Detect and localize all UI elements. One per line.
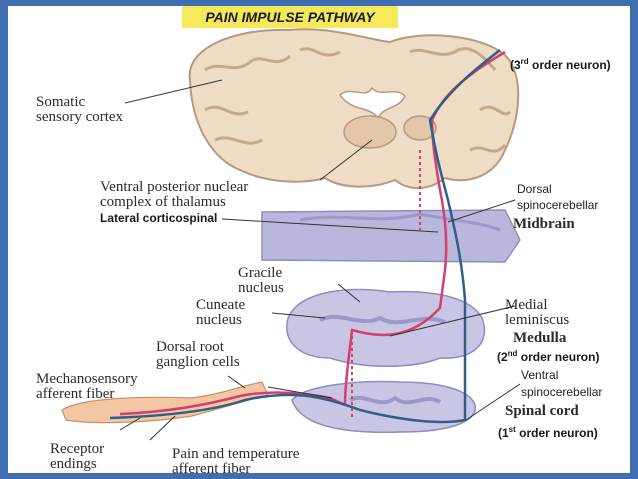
label-cuneate-1: Cuneate [196, 297, 246, 313]
thalamus [343, 115, 397, 149]
label-first-order-neuron: (1st order neuron) [498, 425, 598, 441]
label-medulla: Medulla [513, 330, 567, 346]
brain-ventricles [338, 86, 406, 120]
dotted-pathway [351, 150, 421, 420]
brain-outline [188, 28, 520, 189]
brain-section [188, 28, 520, 189]
label-ventral-sc-1: Ventral [521, 368, 559, 382]
page-title: PAIN IMPULSE PATHWAY [182, 6, 398, 28]
label-midbrain: Midbrain [513, 216, 575, 232]
label-gracile-2: nucleus [238, 280, 284, 296]
pathway-lines [109, 49, 506, 424]
label-somatic-1: Somatic [36, 94, 86, 110]
label-somatic-2: sensory cortex [36, 109, 124, 125]
label-gracile-1: Gracile [238, 265, 283, 281]
label-cuneate-2: nucleus [196, 312, 242, 328]
label-spinal-cord: Spinal cord [505, 403, 579, 419]
label-third-order-neuron: (3rd order neuron) [510, 57, 611, 73]
label-second-order-neuron: (2nd order neuron) [497, 349, 600, 365]
label-medial-1: Medial [505, 297, 548, 313]
label-dorsal-sc-1: Dorsal [517, 182, 552, 196]
label-drg-1: Dorsal root [156, 339, 224, 355]
label-receptor-1: Receptor [50, 441, 105, 457]
label-vpn-2: complex of thalamus [100, 194, 226, 210]
label-mech-2: afferent fiber [36, 386, 115, 402]
leader-lines [119, 79, 521, 441]
label-vpn-1: Ventral posterior nuclear [100, 179, 249, 195]
label-dorsal-sc-2: spinocerebellar [517, 198, 599, 212]
midbrain-section [261, 209, 521, 263]
thalamus-right [403, 115, 437, 141]
spinal-cord-section [291, 380, 476, 434]
label-lateral-corticospinal: Lateral corticospinal [100, 211, 218, 225]
label-pain-1: Pain and temperature [172, 446, 300, 462]
blue-pathway [109, 49, 501, 424]
frame-top-bar [0, 0, 638, 6]
label-medial-2: leminiscus [505, 312, 570, 328]
brain-folds [204, 47, 512, 153]
medulla-section [286, 288, 486, 367]
label-drg-2: ganglion cells [156, 354, 240, 370]
label-receptor-2: endings [50, 456, 97, 472]
label-ventral-sc-2: spinocerebellar [521, 385, 603, 399]
label-mech-1: Mechanosensory [36, 371, 138, 387]
label-pain-2: afferent fiber [172, 461, 251, 477]
